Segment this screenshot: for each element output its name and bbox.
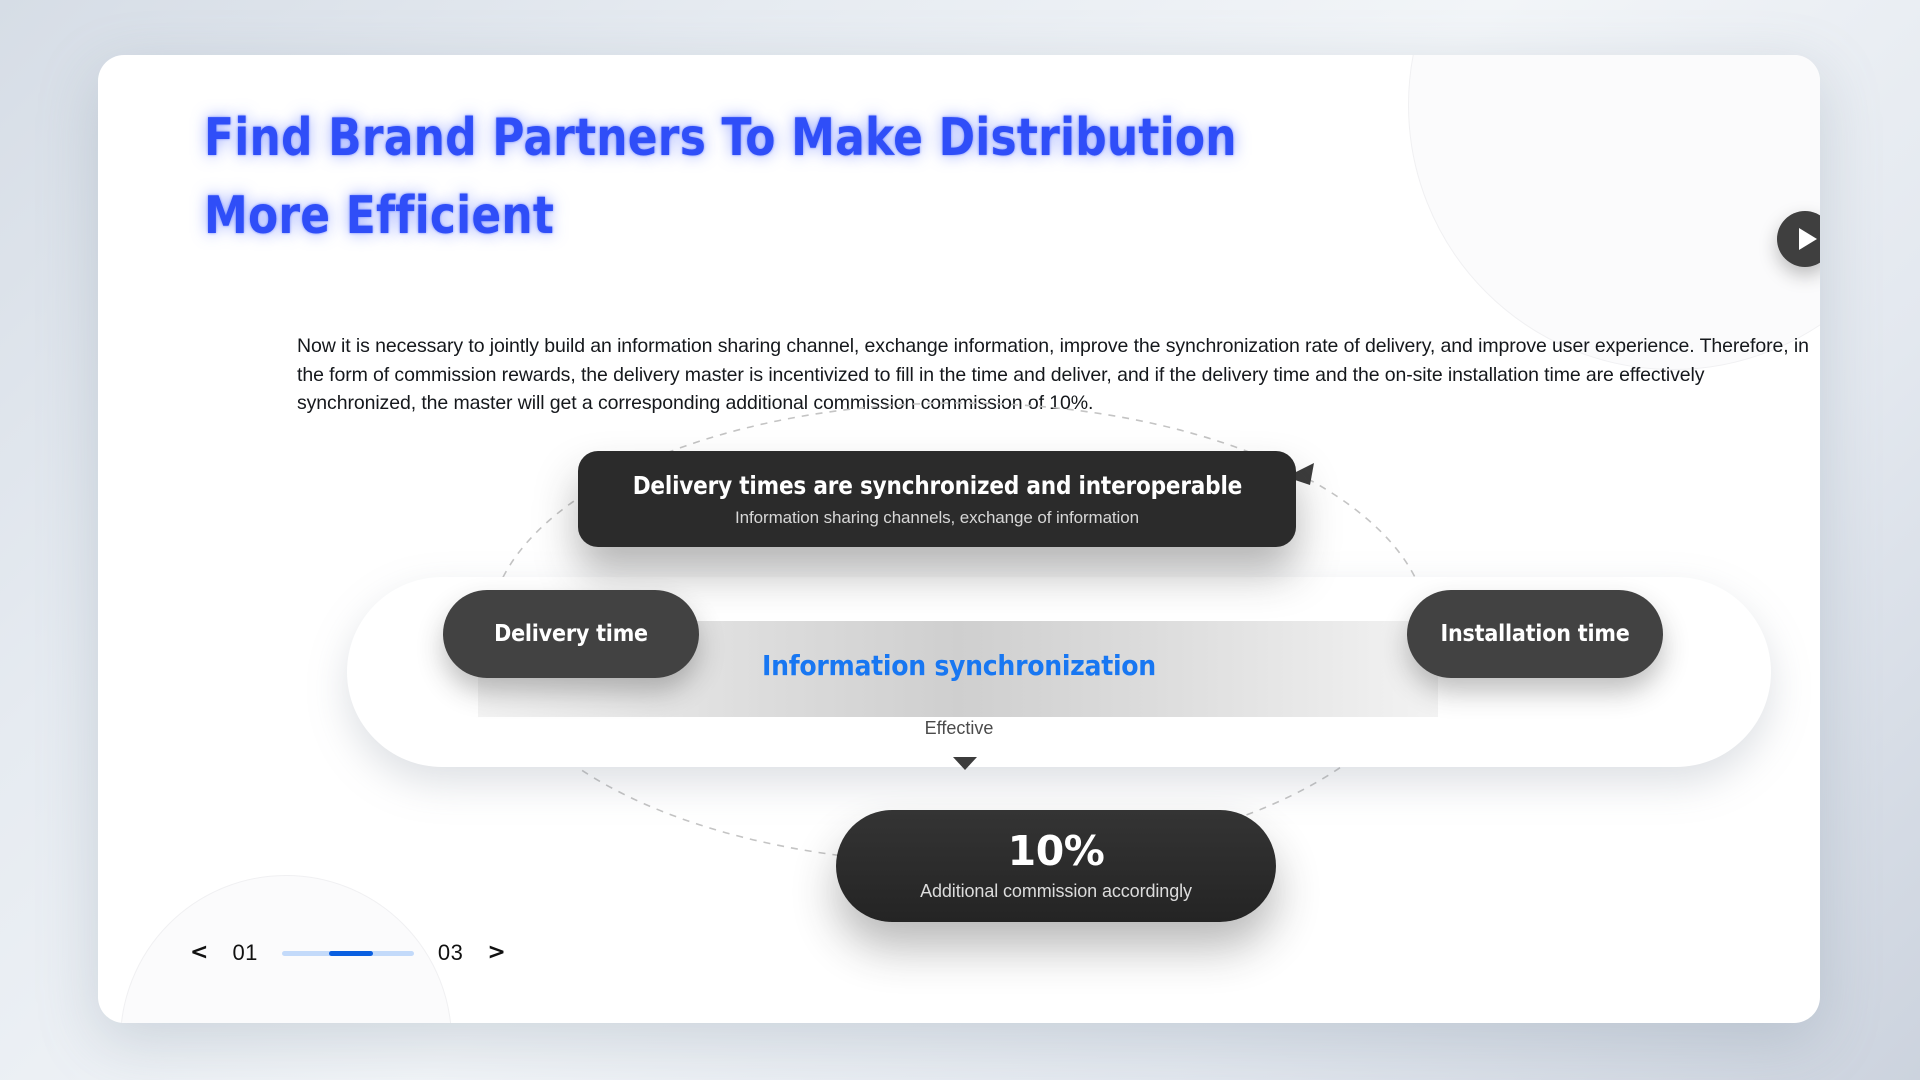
slide-card: Find Brand Partners To Make Distribution… [98, 55, 1820, 1023]
synchronization-diagram: Delivery times are synchronized and inte… [98, 385, 1820, 945]
play-icon [1798, 228, 1817, 250]
pagination: < 01 03 > [180, 940, 516, 966]
info-card-subtitle: Information sharing channels, exchange o… [735, 507, 1139, 527]
commission-subtitle: Additional commission accordingly [920, 880, 1192, 901]
decorative-circle-top-right [1408, 55, 1820, 370]
prev-slide-button[interactable]: < [180, 942, 218, 964]
installation-time-pill: Installation time [1407, 590, 1663, 678]
delivery-time-pill: Delivery time [443, 590, 699, 678]
play-button[interactable] [1777, 211, 1820, 267]
next-slide-button[interactable]: > [477, 942, 515, 964]
page-title: Find Brand Partners To Make Distribution… [204, 108, 1237, 246]
progress-slider[interactable] [281, 950, 414, 956]
effective-label: Effective [924, 718, 994, 738]
progress-slider-fill [329, 950, 373, 956]
body-paragraph: Now it is necessary to jointly build an … [297, 335, 1809, 414]
delivery-time-label: Delivery time [494, 621, 648, 647]
info-card-title: Delivery times are synchronized and inte… [632, 470, 1242, 500]
current-slide-number: 01 [232, 940, 258, 965]
commission-value: 10% [1007, 826, 1105, 875]
commission-stat-card: 10% Additional commission accordingly [836, 810, 1276, 922]
center-label: Information synchronization [762, 649, 1156, 682]
installation-time-label: Installation time [1440, 621, 1630, 647]
info-card: Delivery times are synchronized and inte… [578, 451, 1296, 547]
total-slide-number: 03 [437, 940, 464, 965]
down-arrow-icon [953, 757, 977, 770]
